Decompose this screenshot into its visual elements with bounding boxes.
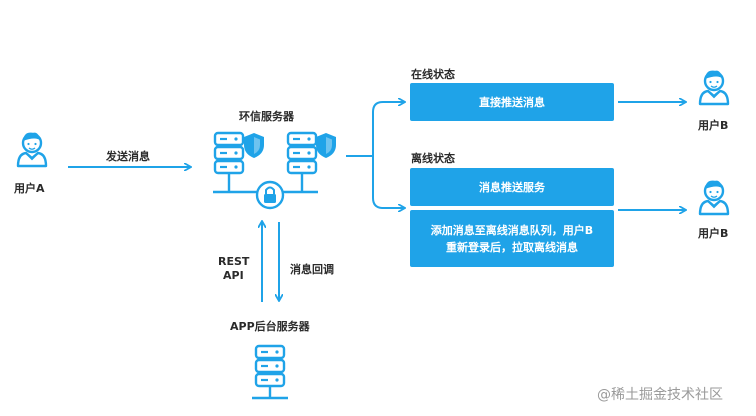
- edge-branch-online: [372, 102, 404, 156]
- direct-push-box: 直接推送消息: [410, 83, 614, 121]
- app-server-label: APP后台服务器: [230, 320, 310, 333]
- offline-queue-line-2: 重新登录后，拉取离线消息: [446, 240, 578, 254]
- offline-queue-box: 添加消息至离线消息队列，用户B 重新登录后，拉取离线消息: [410, 210, 614, 267]
- watermark: @稀土掘金技术社区: [597, 387, 723, 403]
- edge-branch-offline: [372, 156, 404, 208]
- app-server-icon: [252, 344, 288, 400]
- offline-state-label: 离线状态: [411, 152, 455, 165]
- shield-icon: [316, 133, 336, 158]
- user-a-icon: [16, 131, 48, 168]
- user-b-bottom-icon: [698, 179, 730, 216]
- user-b-bottom-label: 用户B: [698, 227, 729, 240]
- rest-label: REST: [218, 255, 250, 268]
- push-service-box: 消息推送服务: [410, 168, 614, 206]
- user-b-top-label: 用户B: [698, 119, 729, 132]
- user-b-top-icon: [698, 69, 730, 106]
- shield-icon: [244, 133, 264, 158]
- offline-queue-line-1: 添加消息至离线消息队列，用户B: [430, 223, 594, 237]
- direct-push-text: 直接推送消息: [479, 95, 545, 109]
- push-service-text: 消息推送服务: [479, 180, 545, 194]
- online-state-label: 在线状态: [411, 68, 455, 81]
- im-server-icon: [213, 131, 336, 210]
- send-message-label: 发送消息: [106, 150, 150, 163]
- user-a-label: 用户A: [14, 182, 45, 195]
- api-label: API: [223, 269, 244, 282]
- im-server-label: 环信服务器: [239, 110, 294, 123]
- callback-label: 消息回调: [290, 263, 334, 276]
